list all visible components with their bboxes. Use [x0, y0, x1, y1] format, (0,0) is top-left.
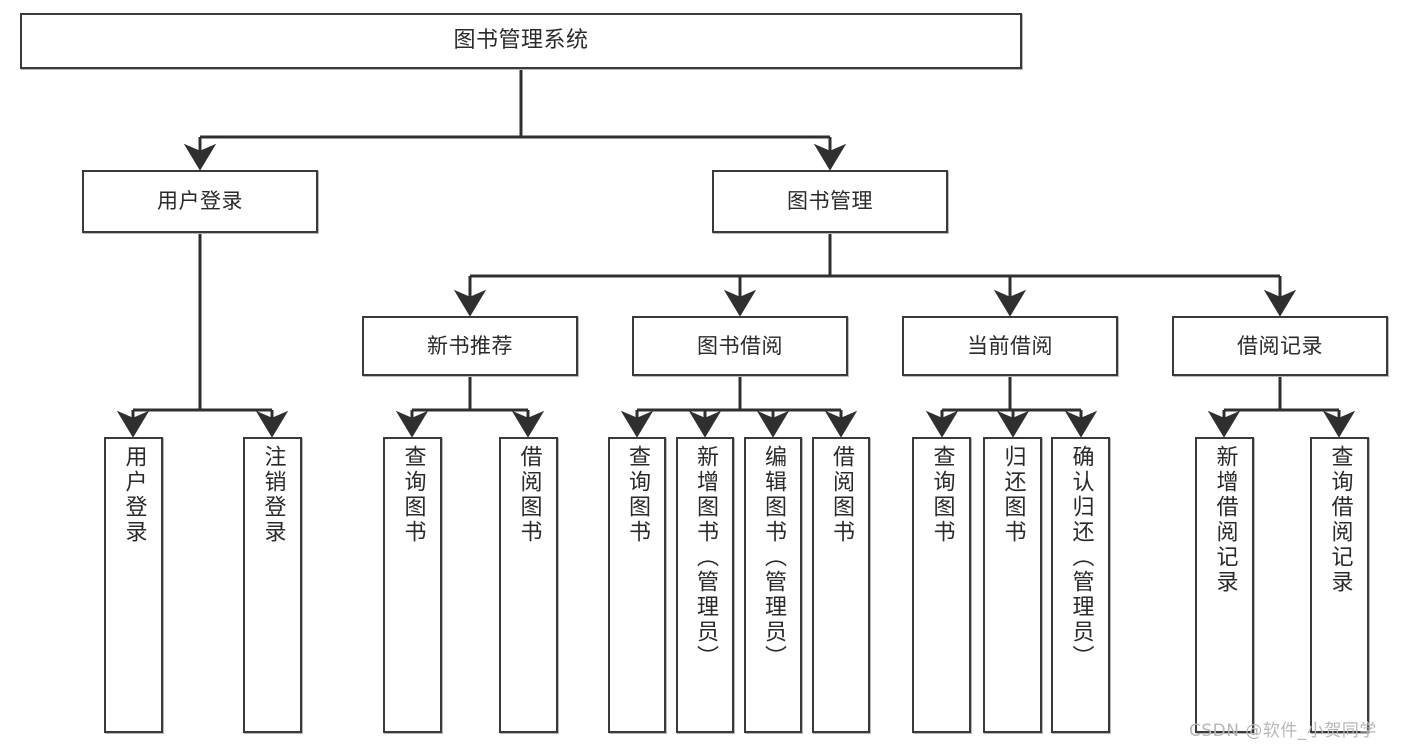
leaf-recommend-borrow-book[interactable]: 借阅图书 [499, 437, 558, 733]
node-root-system[interactable]: 图书管理系统 [20, 13, 1022, 69]
leaf-user-login[interactable]: 用户登录 [104, 437, 163, 733]
node-new-book-recommend[interactable]: 新书推荐 [362, 316, 578, 376]
leaf-record-query-record[interactable]: 查询借阅记录 [1310, 437, 1369, 733]
node-user-login[interactable]: 用户登录 [82, 170, 318, 233]
node-label: 新书推荐 [427, 333, 513, 358]
node-label: 新增图书（管理员） [693, 445, 718, 670]
node-book-management[interactable]: 图书管理 [712, 170, 948, 233]
node-label: 编辑图书（管理员） [761, 445, 786, 670]
node-label: 查询图书 [625, 445, 650, 545]
node-label: 查询图书 [400, 445, 426, 545]
leaf-user-logout[interactable]: 注销登录 [243, 437, 302, 733]
node-label: 查询图书 [929, 445, 955, 545]
leaf-borrow-query-book[interactable]: 查询图书 [608, 437, 666, 733]
leaf-borrow-add-book-admin[interactable]: 新增图书（管理员） [676, 437, 734, 733]
node-label: 用户登录 [121, 445, 147, 545]
node-book-borrow[interactable]: 图书借阅 [632, 316, 848, 376]
node-borrow-record[interactable]: 借阅记录 [1172, 316, 1388, 376]
leaf-borrow-edit-book-admin[interactable]: 编辑图书（管理员） [744, 437, 802, 733]
node-label: 图书借阅 [697, 333, 783, 358]
node-label: 用户登录 [157, 189, 243, 214]
node-label: 确认归还（管理员） [1068, 445, 1094, 670]
node-label: 借阅记录 [1237, 333, 1323, 358]
node-label: 图书管理系统 [453, 28, 589, 54]
node-label: 借阅图书 [516, 445, 542, 545]
leaf-borrow-borrow-book[interactable]: 借阅图书 [812, 437, 870, 733]
node-label: 查询借阅记录 [1327, 445, 1353, 595]
node-label: 借阅图书 [829, 445, 854, 545]
node-label: 当前借阅 [967, 333, 1053, 358]
leaf-record-add-record[interactable]: 新增借阅记录 [1195, 437, 1254, 733]
node-label: 新增借阅记录 [1212, 445, 1238, 595]
leaf-current-confirm-return-admin[interactable]: 确认归还（管理员） [1051, 437, 1110, 733]
node-label: 注销登录 [260, 445, 286, 545]
leaf-current-return-book[interactable]: 归还图书 [983, 437, 1042, 733]
leaf-current-query-book[interactable]: 查询图书 [912, 437, 971, 733]
node-label: 归还图书 [1000, 445, 1026, 545]
node-label: 图书管理 [787, 189, 873, 214]
node-current-borrow[interactable]: 当前借阅 [902, 316, 1118, 376]
leaf-recommend-query-book[interactable]: 查询图书 [383, 437, 442, 733]
csdn-watermark: CSDN @软件_小贺同学 [1189, 721, 1377, 741]
